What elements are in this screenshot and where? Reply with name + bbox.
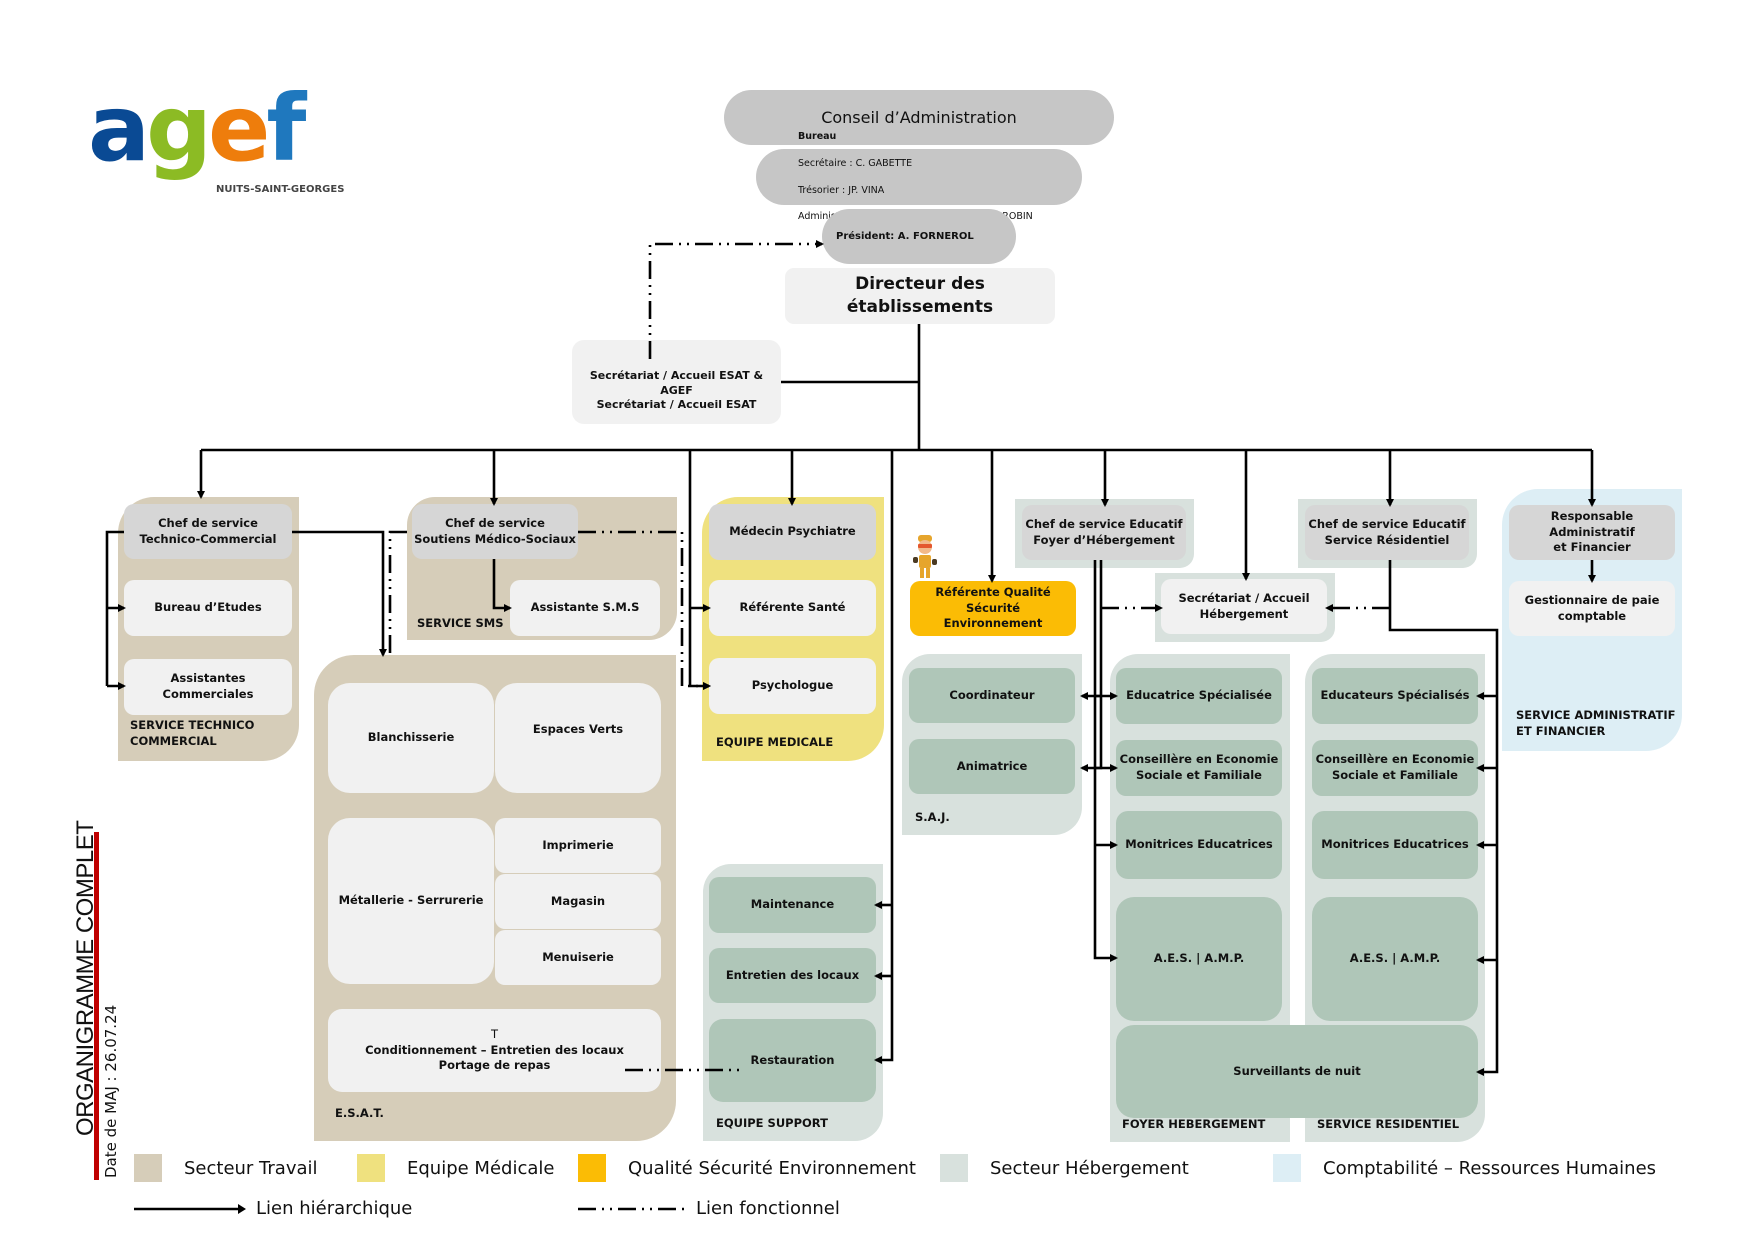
legend-label: Secteur Travail <box>184 1157 318 1179</box>
assistante-sms[interactable]: Assistante S.M.S <box>510 580 660 636</box>
legend-swatch <box>578 1154 606 1182</box>
link-func-sms-esat <box>388 530 407 655</box>
magasin[interactable]: Magasin <box>495 874 661 929</box>
link-technico-esat <box>292 530 387 657</box>
foyer-educatrice-specialisee[interactable]: Educatrice Spécialisée <box>1116 668 1282 724</box>
esat-bottom-text: Conditionnement – Entretien des locaux P… <box>365 1042 624 1073</box>
logo-letter-a: a <box>88 75 150 182</box>
label-service-technico: SERVICE TECHNICO COMMERCIAL <box>130 718 255 748</box>
secretariat-esat-agef[interactable]: Secrétariat / Accueil ESAT & AGEF Secrét… <box>572 340 781 424</box>
chef-service-residentiel[interactable]: Chef de service Educatif Service Résiden… <box>1305 505 1469 560</box>
legend-qse: Qualité Sécurité Environnement <box>578 1154 916 1182</box>
foyer-monitrices-educatrices[interactable]: Monitrices Educatrices <box>1116 811 1282 879</box>
maintenance[interactable]: Maintenance <box>709 877 876 933</box>
res-educateurs-specialises[interactable]: Educateurs Spécialisés <box>1312 668 1478 724</box>
conseil-administration[interactable]: Conseil d’Administration <box>724 90 1114 145</box>
logo-letter-e: e <box>207 75 270 182</box>
bureau-line: Secrétaire : C. GABETTE <box>798 158 913 170</box>
conditionnement-entretien-portage[interactable]: T Conditionnement – Entretien des locaux… <box>328 1009 661 1092</box>
coordinateur[interactable]: Coordinateur <box>909 668 1075 723</box>
foyer-conseillere-esf[interactable]: Conseillère en Economie Sociale et Famil… <box>1116 740 1282 796</box>
label-equipe-support: EQUIPE SUPPORT <box>716 1116 828 1130</box>
legend-secteur-travail: Secteur Travail <box>134 1154 318 1182</box>
referente-qse[interactable]: Référente Qualité Sécurité Environnement <box>910 581 1076 636</box>
label-service-sms: SERVICE SMS <box>417 616 504 630</box>
assistantes-commerciales[interactable]: Assistantes Commerciales <box>124 659 292 715</box>
imprimerie[interactable]: Imprimerie <box>495 818 661 873</box>
foyer-aes-amp[interactable]: A.E.S. | A.M.P. <box>1116 897 1282 1021</box>
chef-soutiens-medico-sociaux[interactable]: Chef de service Soutiens Médico-Sociaux <box>412 504 578 559</box>
bureau-etudes[interactable]: Bureau d’Etudes <box>124 580 292 636</box>
logo-letter-f: f <box>266 75 306 182</box>
entretien-des-locaux[interactable]: Entretien des locaux <box>709 948 876 1003</box>
legend-secteur-hebergement: Secteur Hébergement <box>940 1154 1189 1182</box>
legend-lien-fonctionnel: Lien fonctionnel <box>578 1198 840 1219</box>
bureau[interactable]: Bureau Secrétaire : C. GABETTE Trésorier… <box>756 131 1082 222</box>
metallerie-serrurerie[interactable]: Métallerie - Serrurerie <box>328 818 494 984</box>
res-aes-amp[interactable]: A.E.S. | A.M.P. <box>1312 897 1478 1021</box>
bureau-title: Bureau <box>798 131 837 143</box>
solid-arrow-icon <box>134 1203 246 1214</box>
legend-label: Lien fonctionnel <box>696 1198 840 1219</box>
legend-equipe-medicale: Equipe Médicale <box>357 1154 554 1182</box>
bureau-line: Trésorier : JP. VINA <box>798 184 885 196</box>
restauration[interactable]: Restauration <box>709 1019 876 1102</box>
legend-label: Lien hiérarchique <box>256 1198 413 1219</box>
dash-dot-line-icon <box>578 1207 686 1210</box>
chef-foyer-hebergement[interactable]: Chef de service Educatif Foyer d’Héberge… <box>1022 505 1186 560</box>
responsable-administratif-financier[interactable]: Responsable Administratif et Financier <box>1509 505 1675 560</box>
legend-swatch <box>357 1154 385 1182</box>
legend-lien-hierarchique: Lien hiérarchique <box>134 1198 412 1219</box>
label-service-residentiel: SERVICE RESIDENTIEL <box>1317 1117 1460 1131</box>
blanchisserie[interactable]: Blanchisserie <box>328 683 494 793</box>
surveillants-de-nuit[interactable]: Surveillants de nuit <box>1116 1025 1478 1118</box>
menuiserie[interactable]: Menuiserie <box>495 930 661 985</box>
label-esat: E.S.A.T. <box>335 1106 384 1120</box>
legend-swatch <box>940 1154 968 1182</box>
secretariat-hebergement[interactable]: Secrétariat / Accueil Hébergement <box>1161 579 1327 634</box>
safety-worker-icon <box>910 533 940 581</box>
president[interactable]: Président: A. FORNEROL <box>822 209 1016 264</box>
update-date: Date de MAJ : 26.07.24 <box>102 1004 120 1178</box>
legend-label: Equipe Médicale <box>407 1157 555 1179</box>
title-accent-bar <box>94 832 99 1180</box>
label-service-administratif: SERVICE ADMINISTRATIF ET FINANCIER <box>1516 708 1676 738</box>
logo-subtitle: NUITS-SAINT-GEORGES <box>216 184 345 195</box>
espaces-verts[interactable]: Espaces Verts <box>495 683 661 793</box>
legend-label: Secteur Hébergement <box>990 1157 1189 1179</box>
legend-swatch <box>1273 1154 1301 1182</box>
page-title: ORGANIGRAMME COMPLET <box>72 820 99 1136</box>
label-saj: S.A.J. <box>915 810 950 824</box>
gestionnaire-paie[interactable]: Gestionnaire de paie comptable <box>1509 581 1675 636</box>
psychologue[interactable]: Psychologue <box>709 658 876 714</box>
logo-letter-g: g <box>146 75 212 182</box>
legend-swatch <box>134 1154 162 1182</box>
directeur[interactable]: Directeur des établissements <box>785 268 1055 324</box>
esat-bottom-mark: T <box>490 1027 499 1042</box>
label-foyer-hebergement: FOYER HEBERGEMENT <box>1122 1117 1266 1131</box>
legend-label: Comptabilité – Ressources Humaines <box>1323 1157 1657 1179</box>
medecin-psychiatre[interactable]: Médecin Psychiatre <box>709 504 876 560</box>
legend-comptabilite-rh: Comptabilité – Ressources Humaines <box>1273 1154 1656 1182</box>
agef-logo: a g e f NUITS-SAINT-GEORGES <box>88 75 348 212</box>
referente-sante[interactable]: Référente Santé <box>709 580 876 636</box>
legend-label: Qualité Sécurité Environnement <box>628 1157 916 1179</box>
chef-technico-commercial[interactable]: Chef de service Technico-Commercial <box>124 504 292 559</box>
label-equipe-medicale: EQUIPE MEDICALE <box>716 735 834 749</box>
animatrice[interactable]: Animatrice <box>909 739 1075 794</box>
res-monitrices-educatrices[interactable]: Monitrices Educatrices <box>1312 811 1478 879</box>
res-conseillere-esf[interactable]: Conseillère en Economie Sociale et Famil… <box>1312 740 1478 796</box>
